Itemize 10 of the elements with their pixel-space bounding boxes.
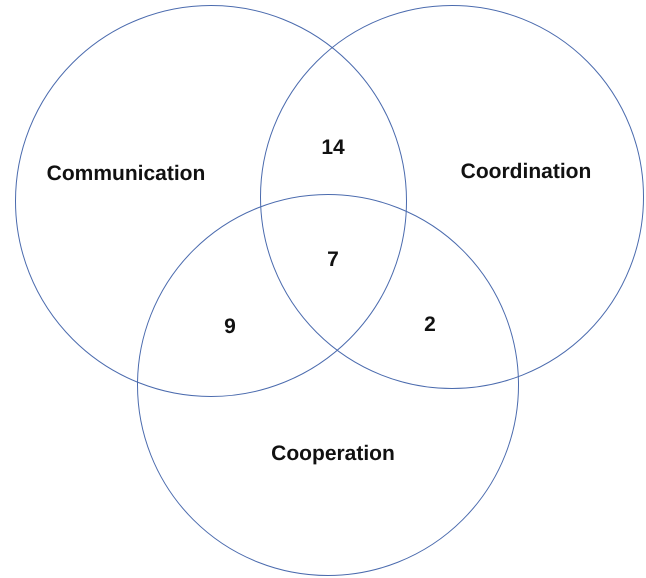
overlap-count: 9: [224, 315, 236, 339]
set-circle: [15, 5, 407, 397]
overlap-count: 2: [424, 313, 436, 337]
set-label: Cooperation: [271, 442, 395, 466]
overlap-count: 14: [321, 136, 345, 160]
set-label: Communication: [46, 162, 206, 186]
overlap-count: 7: [327, 248, 339, 272]
set-circle: [260, 5, 644, 389]
set-label: Coordination: [460, 160, 592, 184]
set-circle: [137, 194, 519, 576]
